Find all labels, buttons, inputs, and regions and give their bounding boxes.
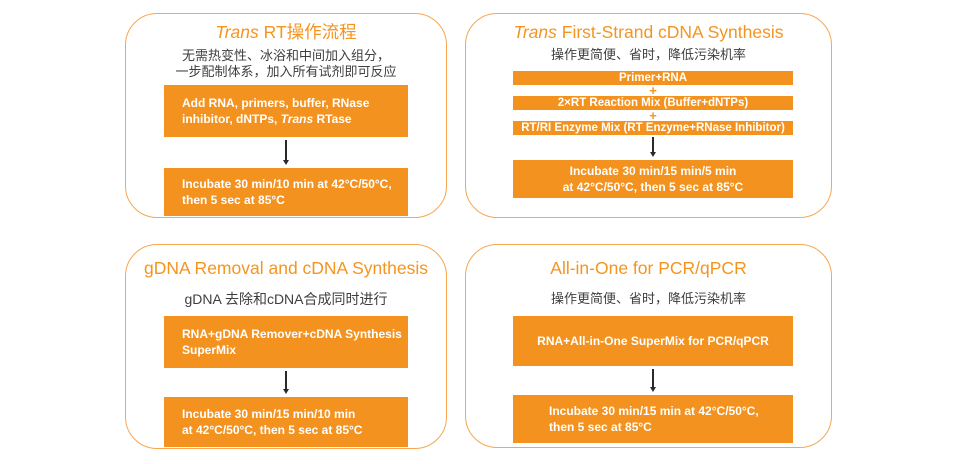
step-text-line: Add RNA, primers, buffer, RNase: [182, 96, 370, 110]
step-text-line: inhibitor, dNTPs, Trans RTase: [182, 112, 352, 126]
title-tail: First-Strand cDNA Synthesis: [556, 22, 784, 42]
plus-sign: +: [649, 108, 657, 123]
panel-subtitle: gDNA 去除和cDNA合成同时进行: [184, 291, 388, 307]
component-bar-primer-rna: Primer+RNA: [513, 71, 793, 85]
panel-trans-rt-workflow: Trans RT操作流程 无需热变性、冰浴和中间加入组分， 一步配制体系，加入所…: [125, 13, 447, 218]
subtitle-line: 无需热变性、冰浴和中间加入组分，: [181, 48, 390, 63]
panel-subtitle: 操作更简便、省时，降低污染机率: [550, 47, 746, 62]
component-bar-enzyme-mix: RT/RI Enzyme Mix (RT Enzyme+RNase Inhibi…: [513, 121, 793, 135]
arrow-down-icon: [650, 369, 656, 392]
component-bar-reaction-mix: 2×RT Reaction Mix (Buffer+dNTPs): [513, 96, 793, 110]
step-text-line: SuperMix: [182, 343, 237, 357]
step-box-incubate: Incubate 30 min/10 min at 42°C/50°C, the…: [164, 168, 408, 216]
step-text-line: Incubate 30 min/15 min at 42°C/50°C,: [549, 404, 759, 418]
step-box-incubate: Incubate 30 min/15 min/5 min at 42°C/50°…: [513, 160, 793, 198]
step-box-all-in-one-supermix: RNA+All-in-One SuperMix for PCR/qPCR: [513, 316, 793, 366]
step-box-incubate: Incubate 30 min/15 min/10 min at 42°C/50…: [164, 397, 408, 447]
step-text-line: then 5 sec at 85°C: [549, 420, 652, 434]
panel-title: Trans First-Strand cDNA Synthesis: [466, 22, 831, 43]
panel-first-strand-synthesis: Trans First-Strand cDNA Synthesis 操作更简便、…: [465, 13, 832, 218]
panel-subtitle: 无需热变性、冰浴和中间加入组分， 一步配制体系，加入所有试剂即可反应: [126, 48, 446, 79]
step-text-line: at 42°C/50°C, then 5 sec at 85°C: [562, 180, 744, 194]
step-box-supermix: RNA+gDNA Remover+cDNA Synthesis SuperMix: [164, 316, 408, 368]
step-text-line: Incubate 30 min/15 min/5 min: [569, 164, 737, 178]
panel-title: Trans RT操作流程: [126, 22, 446, 43]
panel-all-in-one: All-in-One for PCR/qPCR 操作更简便、省时，降低污染机率 …: [465, 244, 832, 448]
panel-gdna-removal: gDNA Removal and cDNA Synthesis gDNA 去除和…: [125, 244, 447, 449]
flow-connector: [164, 140, 408, 165]
subtitle-line: 一步配制体系，加入所有试剂即可反应: [175, 63, 397, 79]
flow-connector: [513, 369, 793, 392]
flow-connector: [164, 371, 408, 394]
flow-connector: [513, 137, 793, 157]
panel-title: All-in-One for PCR/qPCR: [550, 258, 747, 278]
step-box-add-reagents: Add RNA, primers, buffer, RNase inhibito…: [164, 85, 408, 137]
step-text-line: RNA+gDNA Remover+cDNA Synthesis: [182, 327, 402, 341]
step-text-line: Incubate 30 min/10 min at 42°C/50°C,: [182, 177, 392, 191]
plus-sign: +: [649, 83, 657, 98]
step-text-line: Incubate 30 min/15 min/10 min: [182, 407, 356, 421]
panel-title: gDNA Removal and cDNA Synthesis: [143, 258, 429, 278]
title-italic-part: Trans: [513, 22, 557, 42]
arrow-down-icon: [650, 137, 656, 157]
arrow-down-icon: [283, 371, 289, 394]
panel-subtitle: 操作更简便、省时，降低污染机率: [550, 291, 746, 306]
title-italic-part: Trans: [215, 22, 259, 42]
title-tail: RT操作流程: [258, 22, 357, 42]
step-text-line: RNA+All-in-One SuperMix for PCR/qPCR: [537, 334, 769, 348]
step-text-line: at 42°C/50°C, then 5 sec at 85°C: [182, 423, 363, 437]
arrow-down-icon: [283, 140, 289, 165]
step-box-incubate: Incubate 30 min/15 min at 42°C/50°C, the…: [513, 395, 793, 443]
step-text-line: then 5 sec at 85°C: [182, 193, 285, 207]
